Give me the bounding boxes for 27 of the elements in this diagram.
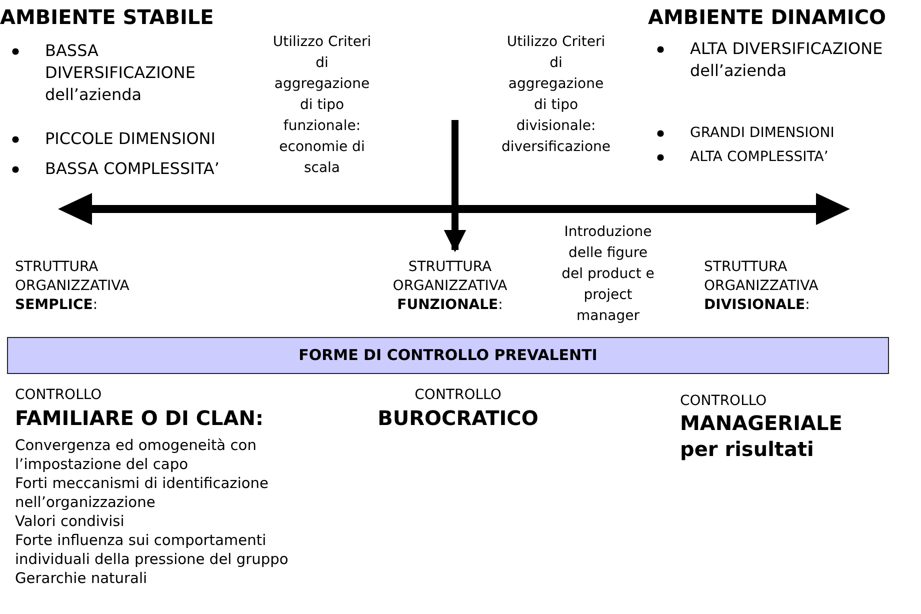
description-line: Forte influenza sui comportamenti individuali della pressione del gruppo xyxy=(15,531,290,569)
section-heading: AMBIENTE STABILE xyxy=(0,4,215,30)
banner-band: FORME DI CONTROLLO PREVALENTI xyxy=(7,337,889,374)
bullet-item: GRANDI DIMENSIONI xyxy=(690,124,836,143)
arrow xyxy=(444,120,466,252)
description-line: Convergenza ed omogeneità con l’impostazione del capo xyxy=(15,436,258,474)
section-heading: AMBIENTE DINAMICO xyxy=(648,4,888,30)
description-line: Valori condivisi xyxy=(15,512,126,531)
note-text: Utilizzo Criteri di aggregazione di tipo funzionale: economie di scala xyxy=(272,33,372,178)
control-label: CONTROLLO xyxy=(15,386,103,404)
control-type: BUROCRATICO xyxy=(376,405,540,431)
bullet-item: BASSA DIVERSIFICAZIONE dell’azienda xyxy=(45,40,196,106)
note-text: Utilizzo Criteri di aggregazione di tipo divisionale: diversificazione xyxy=(500,33,612,157)
control-label: CONTROLLO xyxy=(414,386,502,404)
note-text: Introduzione delle figure del product e project manager xyxy=(560,223,656,326)
bullet-item: BASSA COMPLESSITA’ xyxy=(45,158,220,180)
structure-label: STRUTTURA ORGANIZZATIVA SEMPLICE: xyxy=(15,258,130,315)
description-line: Gerarchie naturali xyxy=(15,569,148,588)
control-type: FAMILIARE O DI CLAN: xyxy=(15,405,264,431)
bullet-item: ALTA DIVERSIFICAZIONE dell’azienda xyxy=(690,38,884,82)
description-line: Forti meccanismi di identificazione nell’organizzazione xyxy=(15,474,270,512)
bullet-item: PICCOLE DIMENSIONI xyxy=(45,128,216,150)
bullet-item: ALTA COMPLESSITA’ xyxy=(690,148,830,167)
structure-label: STRUTTURA ORGANIZZATIVA FUNZIONALE: xyxy=(375,250,525,316)
control-label: CONTROLLO xyxy=(680,392,768,410)
structure-label: STRUTTURA ORGANIZZATIVA DIVISIONALE: xyxy=(704,258,820,315)
control-type: MANAGERIALE per risultati xyxy=(680,410,844,462)
